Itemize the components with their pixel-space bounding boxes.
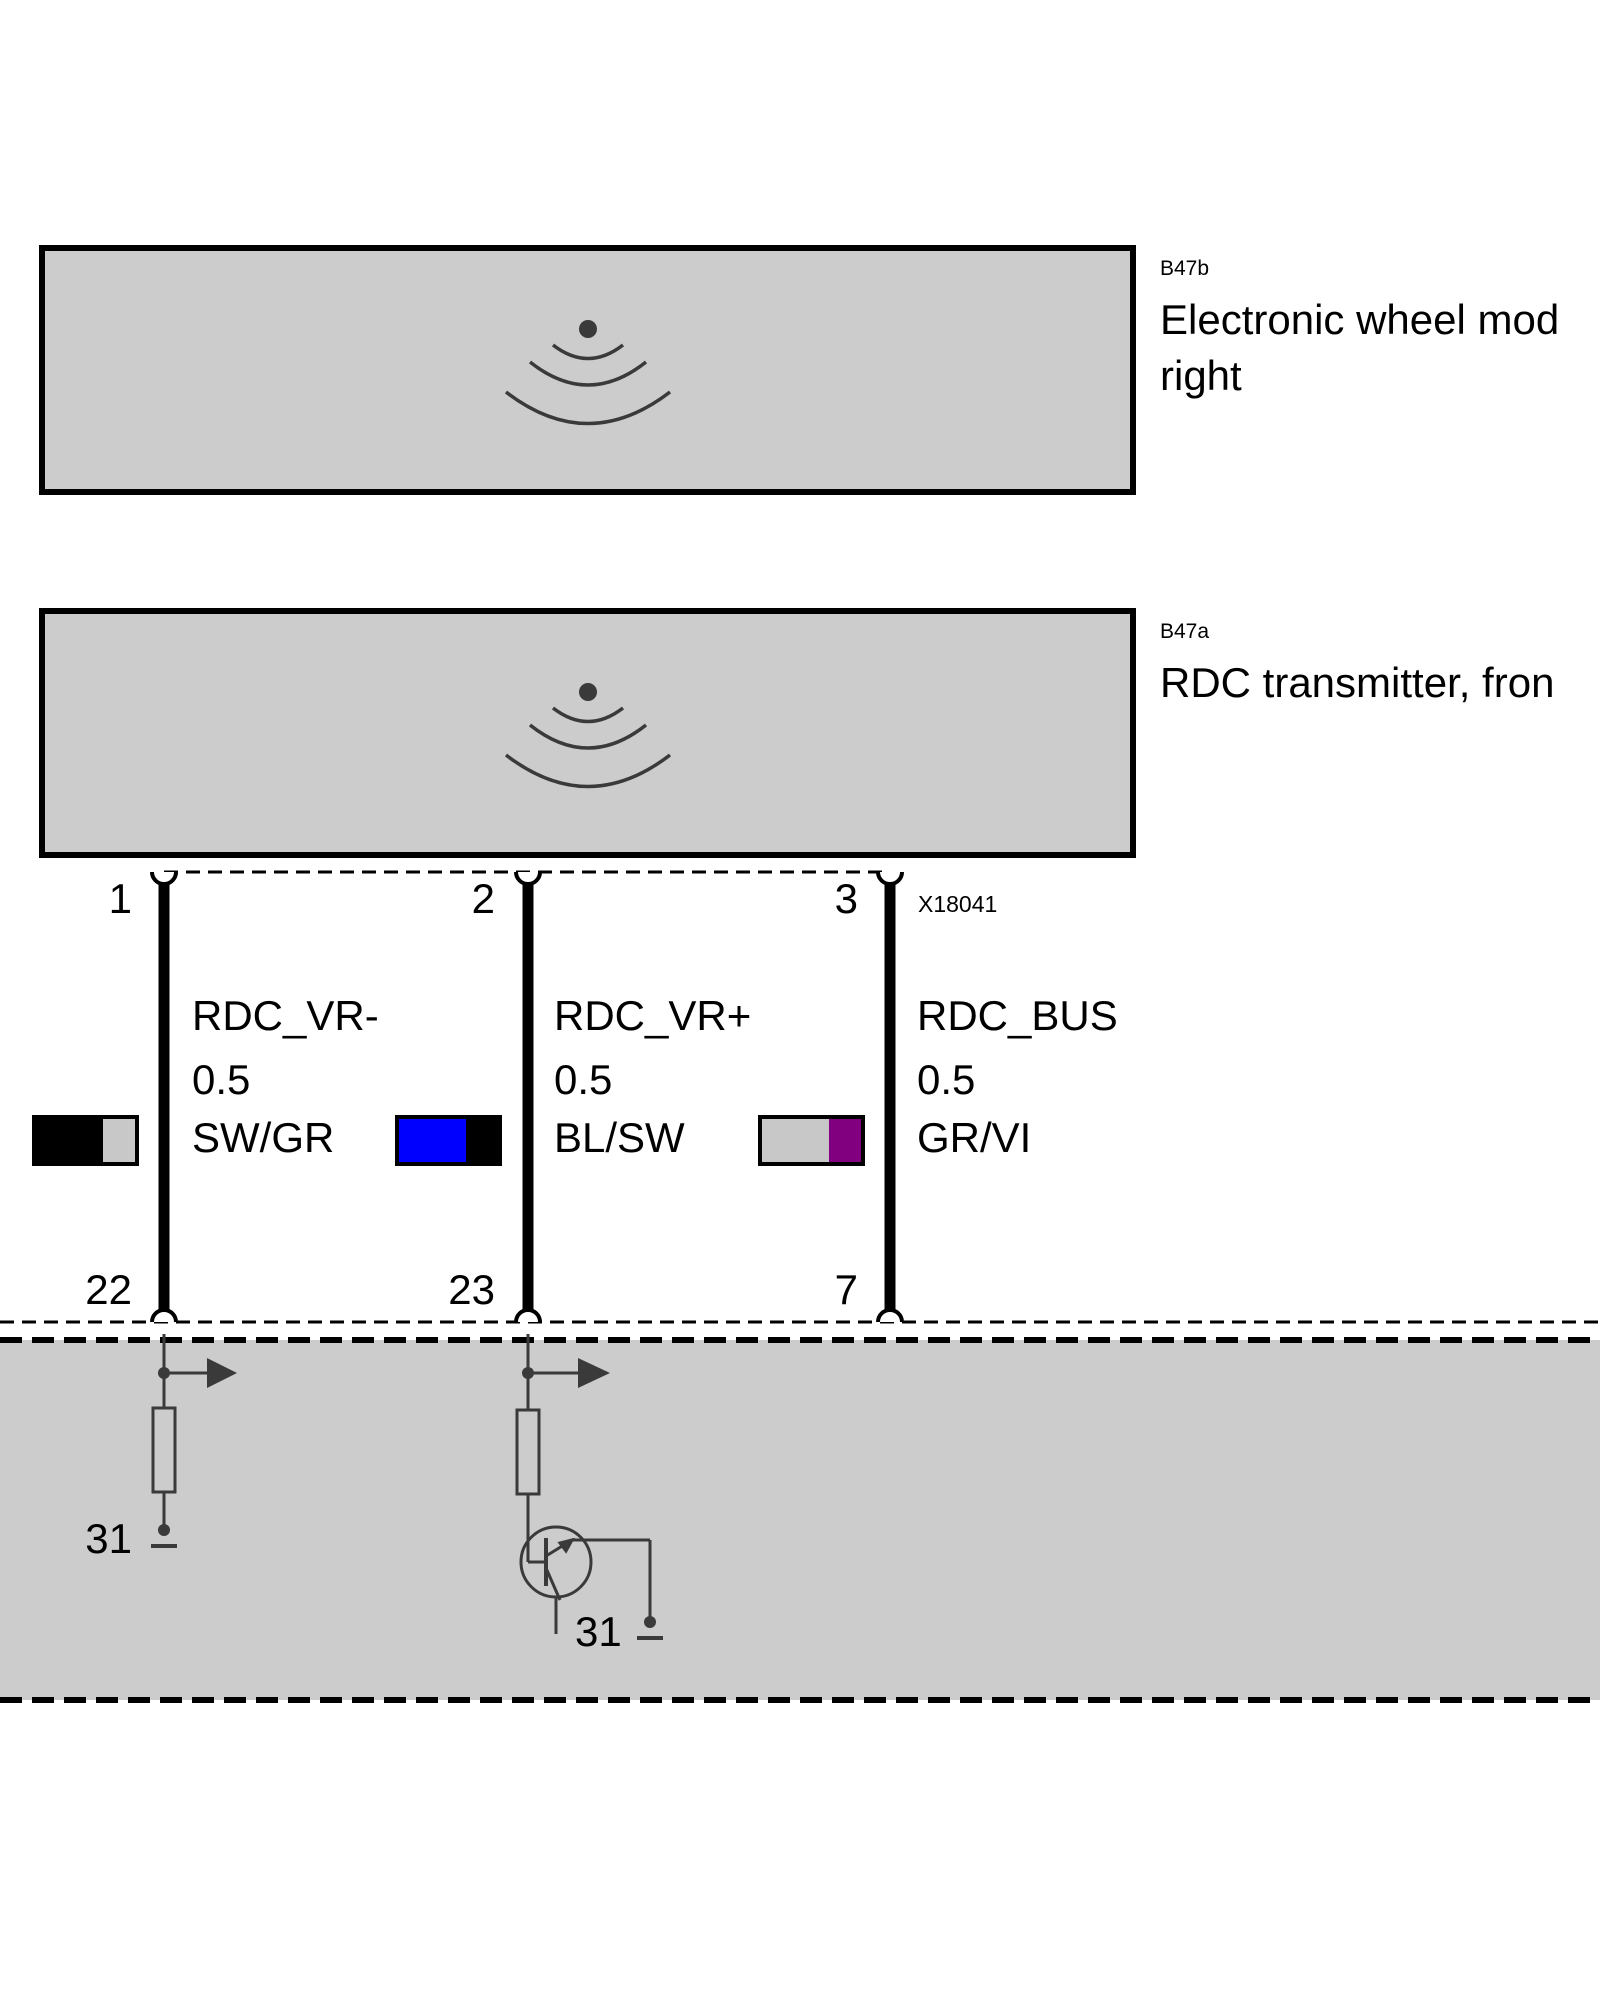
wire-2-pin-top-number: 2: [472, 875, 495, 922]
wire-2-gauge: 0.5: [554, 1056, 612, 1103]
wire-3-bottom-pin: [876, 1308, 904, 1323]
component-b47b-name-line1: Electronic wheel mod: [1160, 296, 1559, 343]
wire-3-pin-bottom-number: 7: [835, 1266, 858, 1313]
wire-3: 3 7 RDC_BUS 0.5 GR/VI: [758, 871, 1118, 1323]
component-b47b-code: B47b: [1160, 257, 1209, 280]
wireless-signal-icon: [504, 683, 672, 789]
wire-1-color-swatch-left: [34, 1117, 103, 1164]
wire-1-color-swatch-right: [103, 1117, 137, 1164]
wire-3-gauge: 0.5: [917, 1056, 975, 1103]
component-b47a-name-line1: RDC transmitter, fron: [1160, 659, 1554, 706]
wire-3-color-swatch-right: [829, 1117, 863, 1164]
component-b47a-box[interactable]: [39, 608, 1136, 858]
wire-1-top-pin: [150, 871, 178, 886]
wire-2: 2 23 RDC_VR+ 0.5 BL/SW: [395, 871, 751, 1323]
wire-2-bottom-pin: [514, 1308, 542, 1323]
wire-3-color-swatch-left: [760, 1117, 829, 1164]
signal-arrow-icon: [578, 1358, 610, 1388]
wire-1-color-swatch-border: [32, 1115, 139, 1166]
wire-3-color-swatch: [758, 1115, 865, 1166]
component-b47b-box[interactable]: [39, 245, 1136, 495]
wire-2-color-swatch-border: [395, 1115, 502, 1166]
wire-2-top-pin: [514, 871, 542, 886]
wire-1-pin-bottom-number: 22: [85, 1266, 132, 1313]
wire-2-signal-name: RDC_VR+: [554, 992, 751, 1039]
ground-label-1: 31: [85, 1515, 132, 1562]
wire-2-pin-bottom-number: 23: [448, 1266, 495, 1313]
wire-2-color-swatch-right: [466, 1117, 500, 1164]
wire-1: 1 22 RDC_VR- 0.5 SW/GR: [32, 871, 379, 1323]
component-b47b-name-line2: right: [1160, 352, 1242, 399]
signal-arrow-icon: [207, 1358, 237, 1388]
connector-x18041: X18041: [164, 870, 997, 917]
wire-3-color-swatch-border: [758, 1115, 865, 1166]
ground-point-dot: [158, 1524, 170, 1536]
connector-x18041-code: X18041: [918, 891, 997, 917]
wire-1-gauge: 0.5: [192, 1056, 250, 1103]
wire-3-pin-top-number: 3: [835, 875, 858, 922]
wire-1-pin-top-number: 1: [109, 875, 132, 922]
wire-1-color-code: SW/GR: [192, 1114, 334, 1161]
wireless-signal-icon: [504, 320, 672, 426]
internal-circuit-pin-22: [151, 1334, 237, 1548]
wire-3-signal-name: RDC_BUS: [917, 992, 1118, 1039]
ground-point-dot: [644, 1616, 656, 1628]
wire-3-color-code: GR/VI: [917, 1114, 1031, 1161]
wire-1-signal-name: RDC_VR-: [192, 992, 379, 1039]
wire-1-bottom-pin: [150, 1308, 178, 1323]
control-unit: [0, 1320, 1600, 1703]
component-b47a: B47a RDC transmitter, fron: [39, 608, 1554, 858]
control-unit-box[interactable]: [0, 1340, 1600, 1700]
wire-1-color-swatch: [32, 1115, 139, 1166]
internal-circuit-pin-23: [515, 1334, 663, 1640]
wire-2-color-code: BL/SW: [554, 1114, 685, 1161]
component-b47a-code: B47a: [1160, 620, 1209, 643]
wire-3-top-pin: [876, 871, 904, 886]
component-b47b: B47b Electronic wheel mod right: [39, 245, 1559, 495]
wire-2-color-swatch: [395, 1115, 502, 1166]
wire-2-color-swatch-left: [397, 1117, 466, 1164]
ground-label-2: 31: [575, 1608, 622, 1655]
transistor-symbol: [519, 1525, 652, 1634]
